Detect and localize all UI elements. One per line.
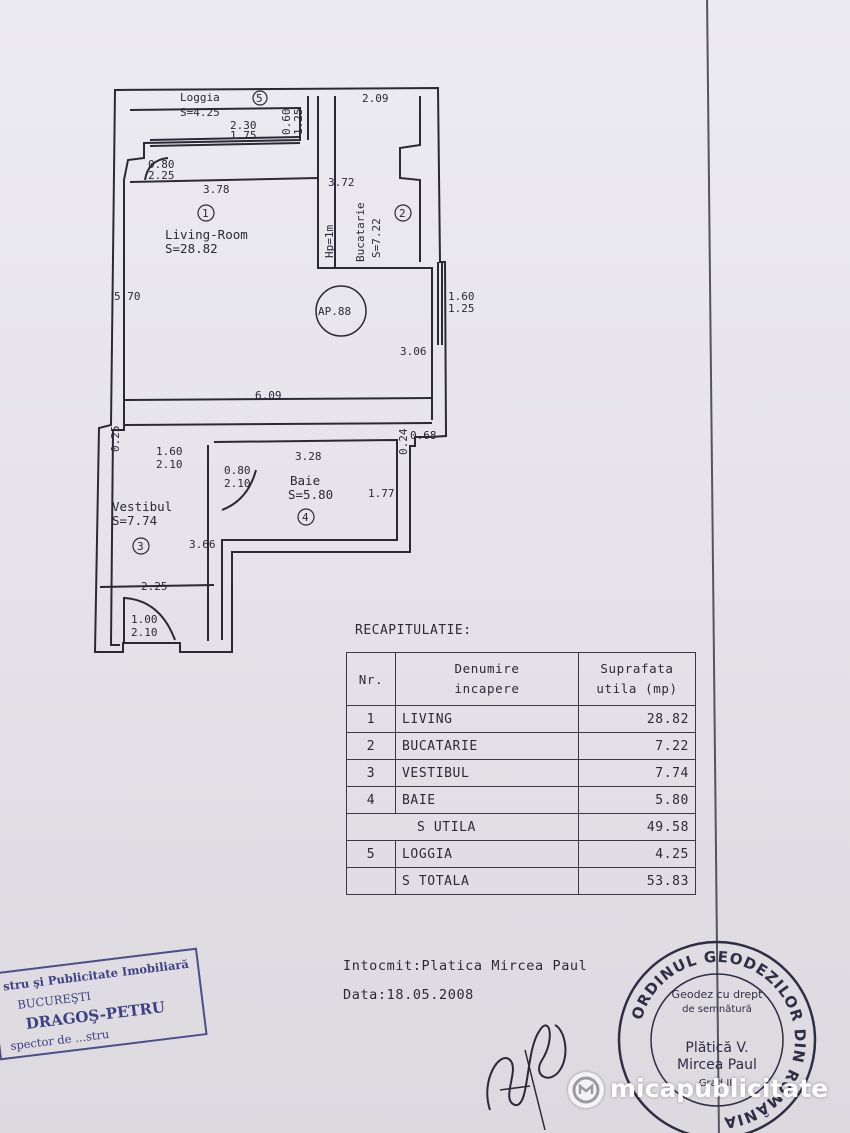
row-area: 7.22 [578,732,696,760]
living-name: Living-Room [165,227,248,242]
row-area: 28.82 [578,705,696,733]
kitchen-area: S=7.22 [370,218,383,258]
row-area: 4.25 [578,840,696,868]
row-nr: 5 [346,840,396,868]
living-dim-height: 5.70 [114,290,141,303]
loggia-number: 5 [256,92,263,105]
kitchen-dim-width: 2.09 [362,92,389,105]
hall-door-w: 1.60 [156,445,183,458]
loggia-dim-3: 0.60 [280,109,293,136]
kitchen-hp: Hp=1m [323,225,336,258]
stamp-line-1: stru şi Publicitate Imobiliară [2,956,190,994]
floor-plan: Loggia S=4.25 5 2.30 1.75 0.60 1.25 2.09… [93,86,475,653]
hall-dim-height: 3.66 [189,538,216,551]
living-number: 1 [202,207,209,220]
row-name: S TOTALA [395,867,579,895]
apartment-number: AP.88 [318,305,351,318]
row-name: S UTILA [346,813,579,841]
header-area-line2: utila (mp) [596,681,678,696]
window-h: 1.25 [448,302,475,315]
row-nr: 1 [346,705,396,733]
table-row-total: S TOTALA 53.83 [346,867,696,895]
row-name: BUCATARIE [395,732,579,760]
entry-door-w: 1.00 [131,613,158,626]
living-door-h: 2.25 [148,169,175,182]
table-row: 5 LOGGIA 4.25 [346,840,696,868]
bath-dim-corner: 0.68 [410,429,437,442]
row-name: LOGGIA [395,840,579,868]
living-door-w: 0.80 [148,158,175,171]
loggia-name: Loggia [180,91,220,104]
row-nr [346,867,396,895]
bath-door-h: 2.10 [224,477,251,490]
table-row: 4 BAIE 5.80 [346,786,696,814]
watermark: micapublicitate [568,1070,838,1114]
document-date: Data:18.05.2008 [343,987,474,1003]
bath-dim-wall: 0.24 [397,428,410,455]
bath-name: Baie [290,473,320,488]
seal-line-3: Plătică V. [685,1040,748,1056]
entry-door-h: 2.10 [131,626,158,639]
row-area: 7.74 [578,759,696,787]
bath-dim-height: 1.77 [368,487,395,500]
loggia-dim-1: 2.30 [230,119,257,132]
table-row: 1 LIVING 28.82 [346,705,696,733]
row-area: 5.80 [578,786,696,814]
window-w: 1.60 [448,290,475,303]
living-dim-side: 3.06 [400,345,427,358]
row-nr: 4 [346,786,396,814]
loggia-dim-2: 1.75 [230,129,257,142]
loggia-dim-4: 1.25 [292,109,305,136]
living-dim-total: 6.09 [255,389,282,402]
row-area: 53.83 [578,867,696,895]
stamp-line-4: spector de ...stru [9,1026,111,1053]
row-name: LIVING [395,705,579,733]
seal-line-1: Geodez cu drept [672,988,764,1001]
hall-number: 3 [137,540,144,553]
header-name: Denumire incapere [395,652,579,706]
hall-dim-wall: 0.25 [109,426,122,453]
row-area: 49.58 [578,813,696,841]
header-name-line2: incapere [454,681,520,696]
hall-name: Vestibul [112,499,172,514]
living-dim-width: 3.78 [203,183,230,196]
recap-table: Nr. Denumire incapere Suprafata utila (m… [346,652,696,895]
row-name: VESTIBUL [395,759,579,787]
table-row: 2 BUCATARIE 7.22 [346,732,696,760]
seal-line-4: Mircea Paul [677,1057,757,1073]
header-name-line1: Denumire [454,661,520,676]
header-area-line1: Suprafata [600,661,674,676]
kitchen-name: Bucatarie [354,202,367,262]
hall-dim-width: 2.25 [141,580,168,593]
living-area: S=28.82 [165,241,218,256]
bath-dim-width: 3.28 [295,450,322,463]
bath-area: S=5.80 [288,487,333,502]
loggia-area: S=4.25 [180,106,220,119]
kitchen-number: 2 [399,207,406,220]
signature-icon [486,1024,567,1131]
row-name: BAIE [395,786,579,814]
surveyor-seal: ORDINUL GEODEZILOR DIN ROMÂNIA Geodez cu… [617,940,817,1133]
table-header-row: Nr. Denumire incapere Suprafata utila (m… [346,652,696,706]
table-row-subtotal: S UTILA 49.58 [346,813,696,841]
row-nr: 2 [346,732,396,760]
row-nr: 3 [346,759,396,787]
header-area: Suprafata utila (mp) [578,652,696,706]
hall-door-h: 2.10 [156,458,183,471]
watermark-logo-icon [568,1072,604,1108]
header-nr: Nr. [346,652,396,706]
recap-title: RECAPITULATIE: [355,623,472,638]
seal-line-2: de semnătură [682,1004,752,1015]
bath-number: 4 [302,511,309,524]
prepared-by: Intocmit:Platica Mircea Paul [343,958,588,974]
registry-stamp: stru şi Publicitate Imobiliară BUCUREŞTI… [0,947,208,1061]
seal-line-5: Grad III [699,1078,735,1089]
watermark-text: micapublicitate [610,1074,829,1103]
hall-area: S=7.74 [112,513,157,528]
bath-door-w: 0.80 [224,464,251,477]
table-row: 3 VESTIBUL 7.74 [346,759,696,787]
kitchen-dim-length: 3.72 [328,176,355,189]
